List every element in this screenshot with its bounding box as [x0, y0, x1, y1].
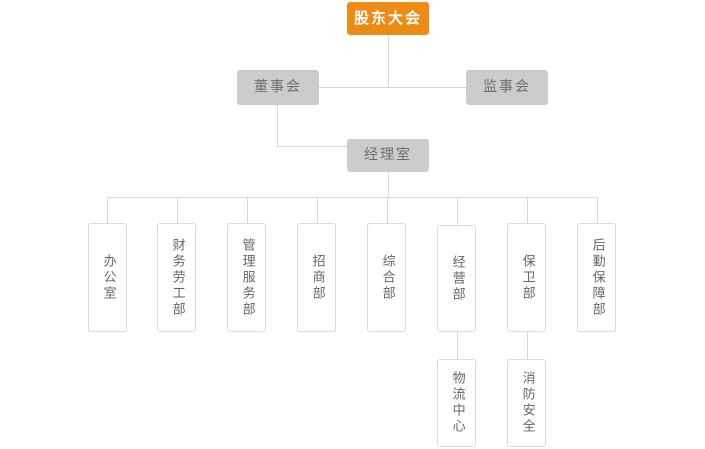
node-label: 股东大会	[353, 9, 422, 28]
connector-manager-down	[388, 172, 389, 198]
node-label: 招商部	[309, 253, 325, 302]
node-manager-office[interactable]: 经理室	[347, 139, 429, 172]
node-label: 财务劳工部	[169, 237, 185, 318]
node-label: 董事会	[254, 78, 302, 95]
node-subunit-fire-safety[interactable]: 消防安全	[507, 359, 546, 447]
node-label: 管理服务部	[239, 237, 255, 318]
node-shareholders-meeting[interactable]: 股东大会	[347, 2, 429, 35]
connector-drop-dept-5	[387, 197, 388, 223]
node-department-general[interactable]: 综合部	[367, 223, 406, 332]
connector-supervisors-stub	[448, 87, 467, 88]
connector-drop-dept-1	[107, 197, 108, 223]
node-label: 监事会	[483, 78, 531, 95]
connector-department-bus	[107, 197, 598, 198]
node-label: 后勤保障部	[589, 237, 605, 318]
connector-board-to-manager	[277, 146, 348, 147]
connector-drop-dept-3	[247, 197, 248, 223]
connector-drop-subunit-2	[527, 332, 528, 359]
connector-drop-dept-8	[597, 197, 598, 223]
node-label: 办公室	[100, 253, 116, 302]
node-label: 物流中心	[449, 371, 465, 435]
connector-drop-subunit-1	[457, 332, 458, 359]
connector-drop-dept-6	[457, 197, 458, 225]
node-department-logistics-support[interactable]: 后勤保障部	[577, 223, 616, 332]
node-department-office[interactable]: 办公室	[88, 223, 127, 332]
node-label: 经营部	[449, 254, 465, 303]
node-department-investment[interactable]: 招商部	[297, 223, 336, 332]
connector-drop-dept-2	[177, 197, 178, 223]
connector-board-down	[277, 105, 278, 147]
node-label: 经理室	[364, 146, 412, 163]
connector-root-down	[388, 35, 389, 88]
connector-drop-dept-4	[317, 197, 318, 223]
node-label: 综合部	[379, 253, 395, 302]
node-board-of-supervisors[interactable]: 监事会	[466, 70, 548, 105]
connector-board-stub	[319, 87, 339, 88]
node-department-operations[interactable]: 经营部	[437, 225, 476, 332]
node-department-management-service[interactable]: 管理服务部	[227, 223, 266, 332]
node-subunit-logistics-center[interactable]: 物流中心	[437, 359, 476, 447]
node-label: 消防安全	[519, 371, 535, 435]
node-board-of-directors[interactable]: 董事会	[237, 70, 319, 105]
connector-level2-bus	[277, 87, 511, 88]
node-department-finance-labor[interactable]: 财务劳工部	[157, 223, 196, 332]
node-department-security[interactable]: 保卫部	[507, 223, 546, 332]
connector-drop-dept-7	[527, 197, 528, 223]
node-label: 保卫部	[519, 253, 535, 302]
